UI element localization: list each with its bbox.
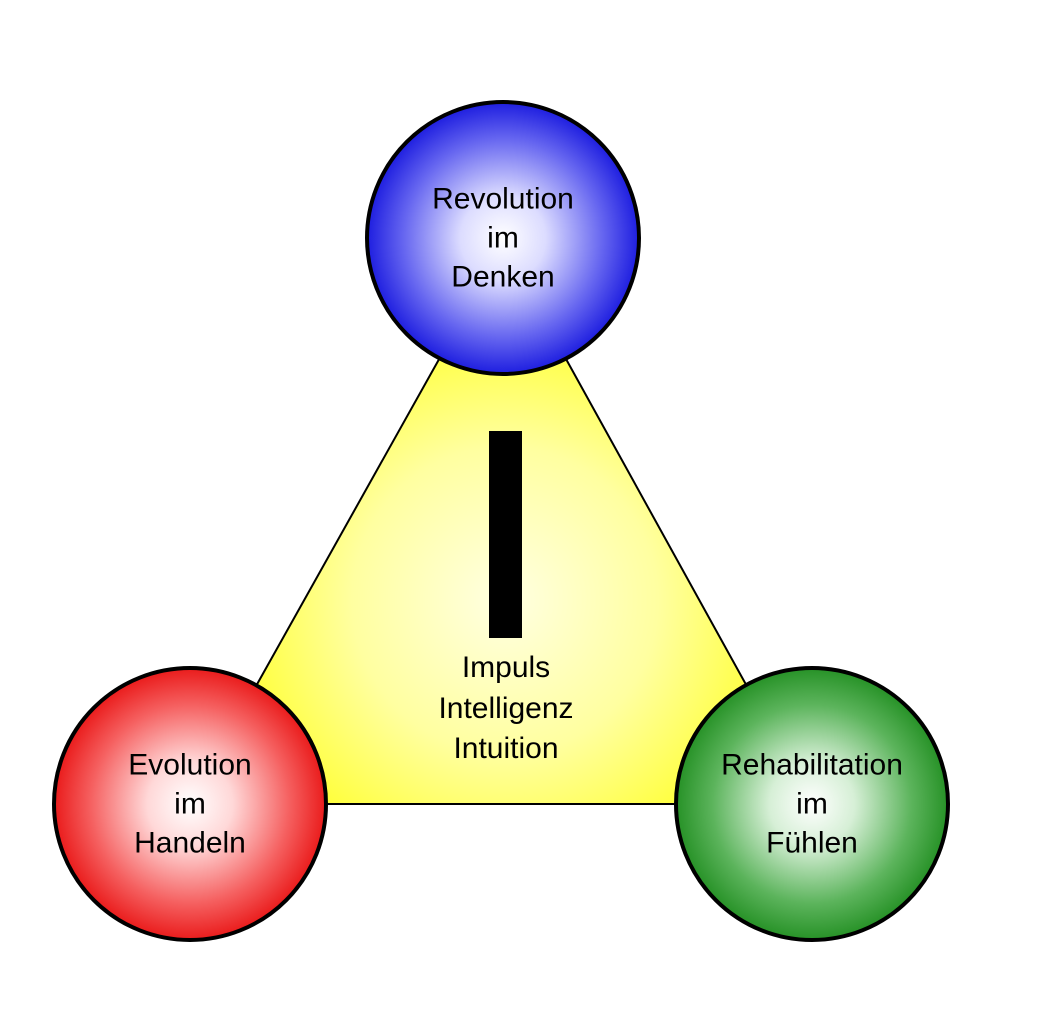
center-label: Impuls Intelligenz Intuition [438,651,574,765]
vertical-bar-icon [489,431,522,638]
right-node-circle [674,666,950,942]
left-node-label: Evolution im Handeln [128,748,252,860]
top-node-label: Revolution im Denken [432,182,574,294]
top-node-circle [365,100,641,376]
left-node-circle [52,666,328,942]
right-node-label: Rehabilitation im Fühlen [721,748,903,860]
